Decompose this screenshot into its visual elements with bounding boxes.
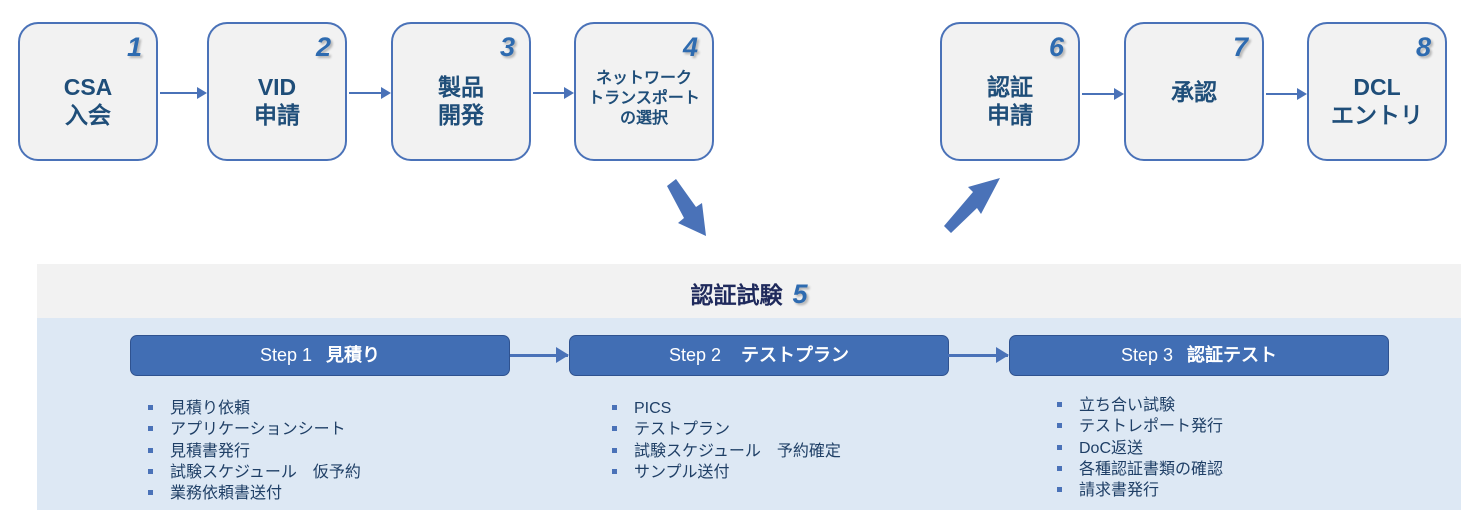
stage-box-3: 3 製品 開発 <box>391 22 531 161</box>
stage-box-6: 6 認証 申請 <box>940 22 1080 161</box>
certification-test-panel: 認証試験 5 Step 1 見積り Step 2 テストプラン Step 3 認証テスト… <box>37 264 1461 510</box>
list-item: 各種認証書類の確認 <box>1057 459 1223 480</box>
stage-number: 4 <box>682 32 698 62</box>
arrow-down-right-icon <box>667 179 706 236</box>
step-2-items: PICS テストプラン 試験スケジュール 予約確定 サンプル送付 <box>612 398 841 483</box>
step-1-items: 見積り依頼 アプリケーションシート 見積書発行 試験スケジュール 仮予約 業務依… <box>148 398 361 504</box>
stage-box-4: 4 ネットワーク トランスポート の選択 <box>574 22 714 161</box>
list-item: 請求書発行 <box>1057 480 1223 501</box>
stage-number: 3 <box>499 32 515 62</box>
step-2-box: Step 2 テストプラン <box>569 335 949 376</box>
list-item: PICS <box>612 398 841 419</box>
panel-title: 認証試験 5 <box>37 276 1461 310</box>
list-item: サンプル送付 <box>612 462 841 483</box>
step-prefix: Step 3 <box>1120 345 1174 365</box>
step-prefix: Step 2 <box>668 345 722 365</box>
arrow-up-right-icon <box>944 178 1000 233</box>
list-item: 試験スケジュール 予約確定 <box>612 441 841 462</box>
arrow-right-icon <box>948 347 1009 363</box>
stage-label: VID 申請 <box>254 73 300 128</box>
stage-number: 1 <box>126 32 142 62</box>
stage-number: 8 <box>1415 32 1431 62</box>
stage-number: 7 <box>1232 32 1248 62</box>
diagonal-arrows <box>667 178 1000 236</box>
step-name: 認証テスト <box>1187 345 1278 365</box>
list-item: 見積書発行 <box>148 441 361 462</box>
stage-box-8: 8 DCL エントリ <box>1307 22 1447 161</box>
stage-label: 認証 申請 <box>987 73 1033 128</box>
stage-box-2: 2 VID 申請 <box>207 22 347 161</box>
arrow-right-icon <box>1266 88 1307 100</box>
list-item: DoC返送 <box>1057 438 1223 459</box>
list-item: テストプラン <box>612 419 841 440</box>
list-item: 業務依頼書送付 <box>148 483 361 504</box>
panel-title-text: 認証試験 <box>690 282 783 308</box>
stage-label: CSA 入会 <box>63 73 113 128</box>
step-name: テストプラン <box>741 345 850 365</box>
stage-label: 承認 <box>1171 78 1217 105</box>
arrow-right-icon <box>510 347 569 363</box>
stage-label: 製品 開発 <box>438 73 484 128</box>
arrow-right-icon <box>349 87 391 99</box>
step-3-box: Step 3 認証テスト <box>1009 335 1389 376</box>
step-name: 見積り <box>326 345 381 365</box>
arrow-right-icon <box>533 87 574 99</box>
stage-box-1: 1 CSA 入会 <box>18 22 158 161</box>
stage-number: 6 <box>1048 32 1064 62</box>
panel-title-number: 5 <box>792 279 808 309</box>
stage-label: ネットワーク トランスポート の選択 <box>588 69 700 127</box>
stage-number: 2 <box>315 32 331 62</box>
list-item: 見積り依頼 <box>148 398 361 419</box>
stage-label: DCL エントリ <box>1331 73 1423 128</box>
stage-box-7: 7 承認 <box>1124 22 1264 161</box>
list-item: 立ち合い試験 <box>1057 395 1223 416</box>
step-prefix: Step 1 <box>259 345 313 365</box>
list-item: テストレポート発行 <box>1057 416 1223 437</box>
list-item: 試験スケジュール 仮予約 <box>148 462 361 483</box>
arrow-right-icon <box>160 87 207 99</box>
panel-header: 認証試験 5 <box>37 264 1461 318</box>
arrow-right-icon <box>1082 88 1124 100</box>
step-3-items: 立ち合い試験 テストレポート発行 DoC返送 各種認証書類の確認 請求書発行 <box>1057 395 1223 501</box>
list-item: アプリケーションシート <box>148 419 361 440</box>
step-1-box: Step 1 見積り <box>130 335 510 376</box>
